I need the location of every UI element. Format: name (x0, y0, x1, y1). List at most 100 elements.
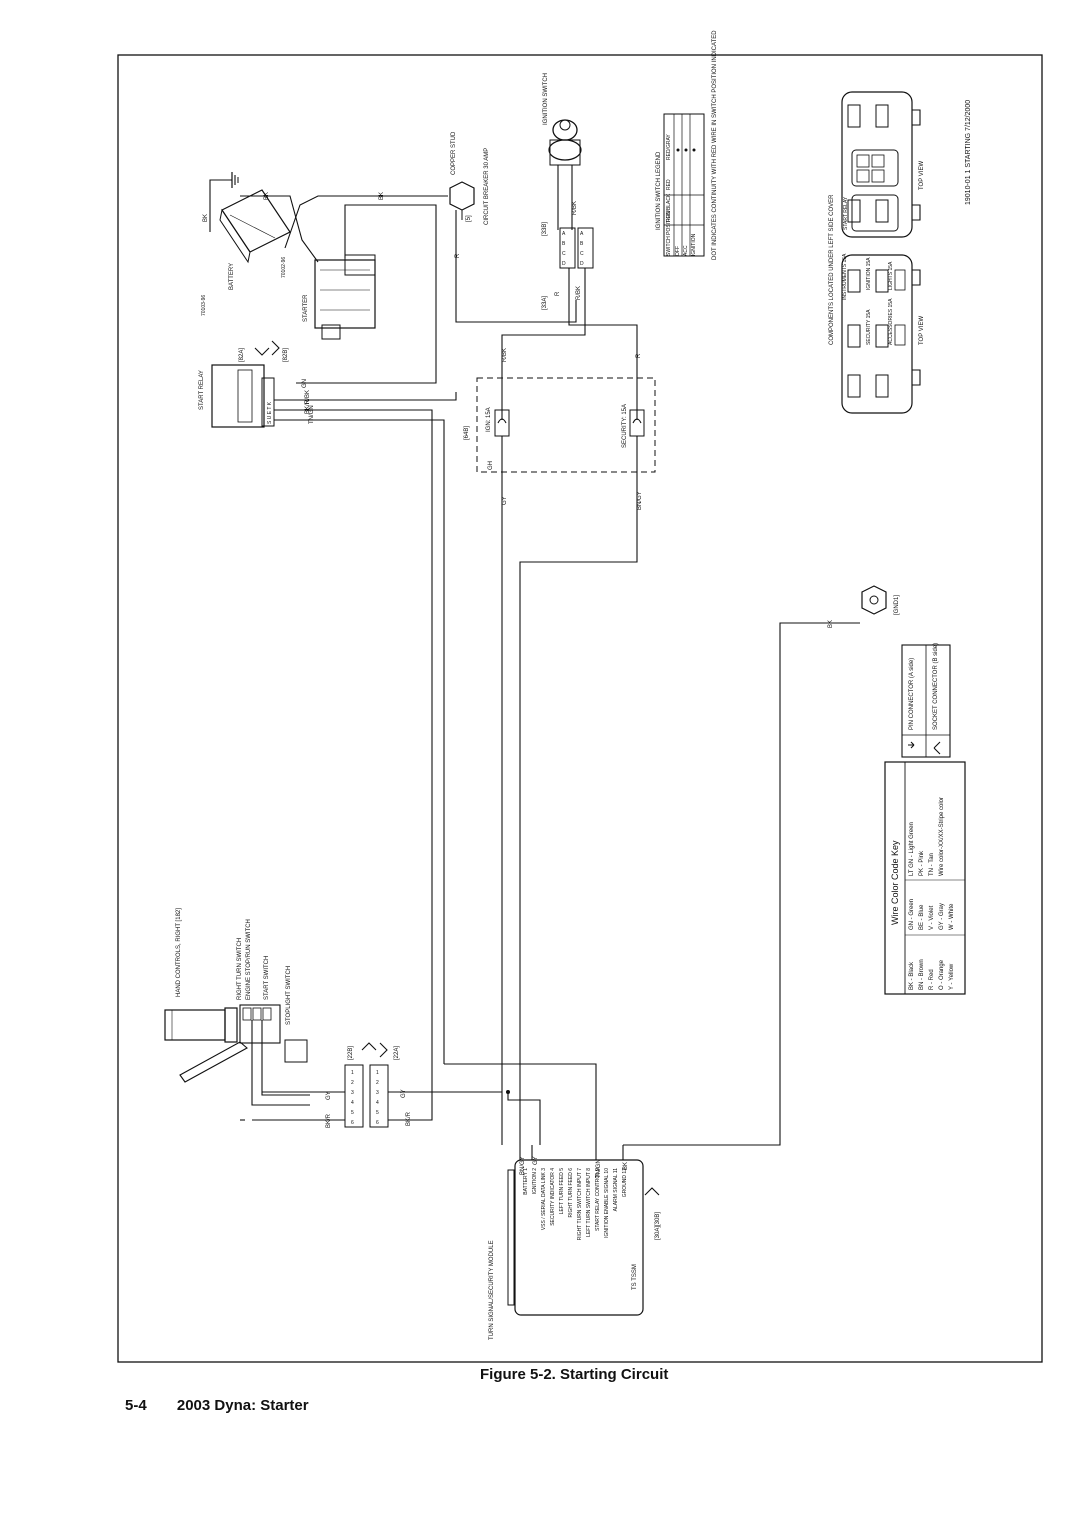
svg-text:R/BK: R/BK (305, 390, 311, 404)
svg-text:1: 1 (376, 1070, 379, 1076)
hand-controls-label: HAND CONTROLS, RIGHT [182] (176, 908, 182, 997)
svg-text:[5]: [5] (466, 215, 472, 222)
svg-text:[33A]: [33A] (542, 296, 548, 310)
svg-text:A: A (580, 231, 584, 237)
svg-text:BK/R: BK/R (326, 1113, 332, 1128)
svg-text:R/BK: R/BK (572, 201, 578, 215)
svg-text:O - Orange: O - Orange (939, 959, 945, 990)
svg-text:DOT INDICATES CONTINUITY WITH: DOT INDICATES CONTINUITY WITH RED WIRE I… (712, 30, 718, 260)
tssm-pin-label: LEFT TURN FEED 5 (559, 1168, 565, 1214)
svg-text:SWITCH POSITION: SWITCH POSITION (666, 211, 672, 256)
circuit-breaker: COPPER STUD CIRCUIT BREAKER 30 AMP [5] (449, 131, 490, 225)
battery-ground-symbol: BK (203, 172, 239, 232)
legend-title: IGNITION SWITCH LEGEND (656, 151, 662, 230)
drawing-id: 19010-01 1 STARTING 7/12/2000 (965, 100, 972, 205)
connector-22: 1 2 3 4 5 6 1 2 3 4 5 6 [22B] [22A] (344, 1042, 400, 1128)
svg-text:TN/GN: TN/GN (596, 1159, 602, 1178)
svg-text:[82B]: [82B] (283, 348, 289, 362)
svg-text:BK: BK (623, 1162, 629, 1170)
svg-text:BK/R: BK/R (305, 399, 311, 414)
svg-text:BK: BK (828, 620, 834, 628)
diagram-frame (117, 54, 1043, 1363)
svg-text:RIGHT TURN SWITCH: RIGHT TURN SWITCH (237, 938, 243, 1000)
svg-text:4: 4 (351, 1100, 354, 1106)
page-number: 5-4 (125, 1397, 147, 1414)
svg-text:4: 4 (376, 1100, 379, 1106)
svg-text:Wire color-XX/XX-Stripe color: Wire color-XX/XX-Stripe color (939, 797, 945, 876)
ignition-switch: IGNITION SWITCH (543, 73, 582, 166)
svg-text:6: 6 (376, 1120, 379, 1126)
svg-text:[64B]: [64B] (464, 426, 470, 440)
svg-text:C: C (562, 251, 566, 257)
right-hand-controls: HAND CONTROLS, RIGHT [182] RIGHT TURN SW… (164, 908, 308, 1083)
svg-text:[22A]: [22A] (394, 1046, 400, 1060)
components-cover: COMPONENTS LOCATED UNDER LEFT SIDE COVER… (829, 91, 925, 414)
svg-text:TS TSSM: TS TSSM (632, 1264, 638, 1290)
svg-text:BK: BK (203, 214, 209, 222)
part-number-2: 70102-96 (281, 257, 287, 278)
svg-text:5: 5 (351, 1110, 354, 1116)
color-key-title: Wire Color Code Key (890, 840, 900, 925)
svg-text:BN - Brown: BN - Brown (919, 959, 925, 990)
tssm-pin-label: IGNITION 2 (532, 1168, 538, 1195)
svg-text:BN/GY: BN/GY (520, 1156, 526, 1175)
svg-text:PK - Pink: PK - Pink (919, 850, 925, 876)
wire-color-key: Wire Color Code Key BK - Black BN - Brow… (884, 761, 966, 995)
copper-stud-label: COPPER STUD (451, 131, 457, 175)
svg-text:PIN CONNECTOR (A side): PIN CONNECTOR (A side) (909, 658, 915, 730)
svg-text:C: C (580, 251, 584, 257)
svg-text:START RELAY: START RELAY (843, 196, 849, 230)
svg-text:R/BK: R/BK (576, 286, 582, 300)
svg-text:A: A (562, 231, 566, 237)
figure-caption: Figure 5-2. Starting Circuit (480, 1366, 669, 1383)
svg-text:SOCKET CONNECTOR (B side): SOCKET CONNECTOR (B side) (933, 643, 939, 730)
svg-text:B: B (580, 241, 584, 247)
svg-text:ACC: ACC (683, 245, 689, 256)
svg-text:IGNITION 15A: IGNITION 15A (866, 257, 872, 290)
svg-text:[82A]: [82A] (239, 348, 245, 362)
svg-text:S U E T K: S U E T K (267, 401, 273, 424)
part-number-1: 70103-96 (201, 295, 207, 316)
svg-text:LIGHTS 15A: LIGHTS 15A (888, 261, 894, 290)
tssm-pin-label: VSS / SERIAL DATA LINK 3 (541, 1168, 547, 1230)
svg-text:GY - Gray: GY - Gray (939, 903, 945, 930)
start-relay-label: START RELAY (199, 370, 205, 410)
svg-text:GY: GY (401, 1089, 407, 1098)
svg-text:GY: GY (502, 496, 508, 505)
tssm-pin-label: GROUND 12 (622, 1168, 628, 1197)
svg-text:R: R (636, 353, 642, 358)
ground-gnd1: [GND1] (861, 585, 900, 615)
tssm-pin-label: RIGHT TURN FEED 6 (568, 1168, 574, 1218)
svg-text:3: 3 (376, 1090, 379, 1096)
tssm-module: TURN SIGNAL/SECURITY MODULE TS TSSM BATT… (489, 1159, 644, 1340)
svg-text:BK - Black: BK - Black (909, 961, 915, 990)
tssm-pin-label: BATTERY 1 (523, 1168, 529, 1195)
svg-text:ENGINE STOP/RUN SWITCH: ENGINE STOP/RUN SWITCH (246, 919, 252, 1000)
fuse-ign-label: IGN: 15A (486, 407, 492, 432)
svg-text:[GND1]: [GND1] (894, 595, 900, 615)
svg-text:D: D (562, 261, 566, 267)
svg-text:[22B]: [22B] (348, 1046, 354, 1060)
svg-text:ACCESSORIES 15A: ACCESSORIES 15A (888, 298, 894, 345)
page-footer: 5-4 2003 Dyna: Starter (125, 1397, 309, 1414)
tssm-pin-label: START RELAY CONTROL 9 (595, 1168, 601, 1231)
circuit-breaker-label: CIRCUIT BREAKER 30 AMP (484, 148, 490, 225)
svg-text:TOP VIEW: TOP VIEW (919, 161, 925, 190)
svg-text:BK: BK (379, 192, 385, 200)
battery-label: BATTERY (229, 263, 235, 290)
svg-text:INSTRUMENTS 15A: INSTRUMENTS 15A (842, 253, 848, 300)
svg-text:BE - Blue: BE - Blue (919, 904, 925, 930)
svg-text:D: D (580, 261, 584, 267)
svg-text:6: 6 (351, 1120, 354, 1126)
start-relay: START RELAY S U E T K [82A] [82B] (199, 340, 289, 428)
svg-text:STOPLIGHT SWITCH: STOPLIGHT SWITCH (286, 966, 292, 1025)
svg-text:TN - Tan: TN - Tan (929, 853, 935, 876)
svg-text:GH: GH (488, 461, 494, 470)
ignition-switch-legend: IGNITION SWITCH LEGEND SWITCH POSITION R… (656, 30, 718, 260)
svg-text:TN/GN: TN/GN (309, 405, 315, 424)
svg-text:2: 2 (376, 1080, 379, 1086)
svg-text:R/BK: R/BK (502, 348, 508, 362)
svg-text:R: R (555, 291, 561, 296)
svg-text:RED/GRAY: RED/GRAY (666, 134, 672, 160)
